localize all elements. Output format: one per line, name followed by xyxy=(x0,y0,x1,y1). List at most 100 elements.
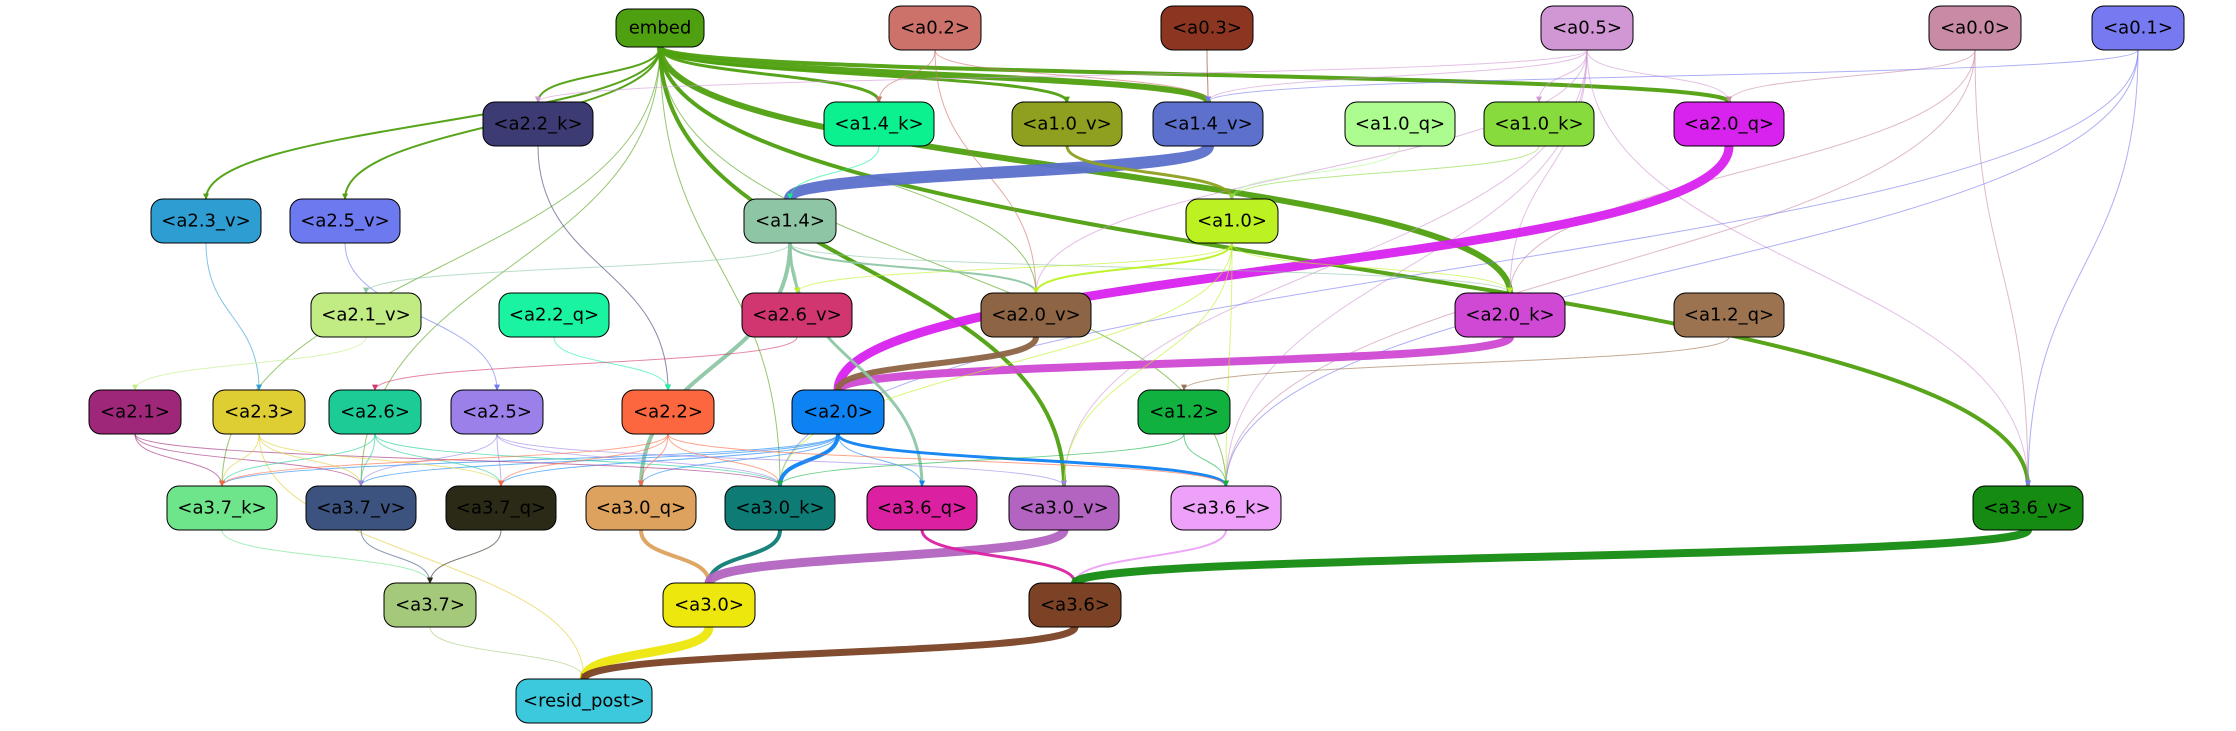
node-box xyxy=(1673,292,1785,338)
edge-a1-0-to-a3-0-v xyxy=(1061,242,1233,487)
node-box xyxy=(498,292,610,338)
edge-embed-to-a3-0-k xyxy=(659,46,783,487)
node-a2-1[interactable]: <a2.1> xyxy=(88,389,182,435)
node-a0-1[interactable]: <a0.1> xyxy=(2091,5,2185,51)
edge-a3-7-to-resid-post xyxy=(429,626,587,680)
edge-a2-0-to-a3-0-q xyxy=(638,433,839,487)
edge-a0-5-to-a2-2-k xyxy=(535,49,1588,103)
edge-a2-0-to-a3-7-k xyxy=(219,433,839,487)
edge-a3-6-v-to-a3-6 xyxy=(1071,526,2032,587)
edge-a1-4-k-to-a1-4 xyxy=(787,145,880,200)
edge-a3-6-k-to-a3-6 xyxy=(1072,529,1227,584)
edge-a0-0-to-a3-6-v xyxy=(1974,49,2031,487)
edge-a1-2-to-a3-6-k xyxy=(1183,433,1229,487)
node-label: <a2.0_q> xyxy=(1684,114,1774,135)
node-a3-7-q[interactable]: <a3.7_q> xyxy=(445,485,557,531)
node-a0-3[interactable]: <a0.3> xyxy=(1160,5,1254,51)
node-resid-post[interactable]: <resid_post> xyxy=(515,678,653,724)
edge-a2-2-k-to-a2-2 xyxy=(537,145,671,391)
node-a3-6-q[interactable]: <a3.6_q> xyxy=(866,485,978,531)
node-a2-2[interactable]: <a2.2> xyxy=(621,389,715,435)
edge-embed-to-a1-4-v xyxy=(657,45,1211,104)
edge-a2-3-to-a3-7-q xyxy=(258,433,504,487)
node-box xyxy=(2091,5,2185,51)
node-box xyxy=(328,389,422,435)
node-a3-7[interactable]: <a3.7> xyxy=(383,582,477,628)
edge-a1-0-q-to-a1-0 xyxy=(1229,145,1401,200)
edge-embed-to-a3-6-v xyxy=(658,46,2031,487)
edge-a2-1-to-a3-7-k xyxy=(134,433,225,487)
node-a3-6-v[interactable]: <a3.6_v> xyxy=(1972,485,2084,531)
edge-a1-0-to-a2-6-v xyxy=(794,242,1233,294)
node-label: <a2.3> xyxy=(224,402,294,423)
node-a3-7-k[interactable]: <a3.7_k> xyxy=(166,485,278,531)
node-a1-2[interactable]: <a1.2> xyxy=(1137,389,1231,435)
node-a1-4-v[interactable]: <a1.4_v> xyxy=(1152,101,1264,147)
edge-a0-3-to-a1-4-v xyxy=(1204,49,1211,103)
node-a1-0-q[interactable]: <a1.0_q> xyxy=(1344,101,1456,147)
node-a3-0-k[interactable]: <a3.0_k> xyxy=(724,485,836,531)
node-label: <a0.1> xyxy=(2103,18,2173,39)
node-a3-7-v[interactable]: <a3.7_v> xyxy=(305,485,417,531)
node-a2-1-v[interactable]: <a2.1_v> xyxy=(310,292,422,338)
node-box xyxy=(662,582,756,628)
node-a2-3[interactable]: <a2.3> xyxy=(212,389,306,435)
node-label: <a2.1_v> xyxy=(321,305,410,326)
edge-a0-5-to-a3-6-v xyxy=(1586,49,2031,487)
edge-a1-2-to-a3-0-k xyxy=(777,433,1185,487)
edge-a2-2-q-to-a2-2 xyxy=(553,336,671,391)
node-a2-2-k[interactable]: <a2.2_k> xyxy=(482,101,594,147)
node-a2-0-v[interactable]: <a2.0_v> xyxy=(980,292,1092,338)
node-box xyxy=(823,101,935,147)
node-a0-2[interactable]: <a0.2> xyxy=(888,5,982,51)
node-label: <a2.1> xyxy=(100,402,170,423)
edges-layer xyxy=(132,45,2139,681)
node-box xyxy=(741,292,853,338)
node-a3-0[interactable]: <a3.0> xyxy=(662,582,756,628)
node-a1-0[interactable]: <a1.0> xyxy=(1185,198,1279,244)
node-box xyxy=(445,485,557,531)
edge-a2-2-to-a3-6-k xyxy=(667,433,1229,487)
node-a3-6-k[interactable]: <a3.6_k> xyxy=(1170,485,1282,531)
node-a1-0-k[interactable]: <a1.0_k> xyxy=(1483,101,1595,147)
node-box xyxy=(1483,101,1595,147)
node-a2-3-v[interactable]: <a2.3_v> xyxy=(150,198,262,244)
edge-a2-6-v-to-a2-6 xyxy=(372,336,798,391)
node-box xyxy=(1928,5,2022,51)
edge-a0-5-to-a1-4-v xyxy=(1205,49,1588,103)
node-a0-5[interactable]: <a0.5> xyxy=(1540,5,1634,51)
node-label: <a3.0_k> xyxy=(735,498,824,519)
node-a2-5[interactable]: <a2.5> xyxy=(450,389,544,435)
node-a1-4-k[interactable]: <a1.4_k> xyxy=(823,101,935,147)
node-a1-4[interactable]: <a1.4> xyxy=(743,198,837,244)
node-a2-6[interactable]: <a2.6> xyxy=(328,389,422,435)
node-box xyxy=(482,101,594,147)
node-a2-0[interactable]: <a2.0> xyxy=(791,389,885,435)
node-a3-6[interactable]: <a3.6> xyxy=(1028,582,1122,628)
node-label: <a3.0_v> xyxy=(1019,498,1108,519)
node-a2-0-k[interactable]: <a2.0_k> xyxy=(1454,292,1566,338)
edge-a1-4-to-a3-0-q xyxy=(638,242,792,487)
node-label: <a2.3_v> xyxy=(161,211,250,232)
node-a3-0-v[interactable]: <a3.0_v> xyxy=(1008,485,1120,531)
node-a1-2-q[interactable]: <a1.2_q> xyxy=(1673,292,1785,338)
node-a2-5-v[interactable]: <a2.5_v> xyxy=(289,198,401,244)
node-label: <a2.0_v> xyxy=(991,305,1080,326)
node-a2-6-v[interactable]: <a2.6_v> xyxy=(741,292,853,338)
node-a0-0[interactable]: <a0.0> xyxy=(1928,5,2022,51)
node-label: <a0.0> xyxy=(1940,18,2010,39)
edge-a2-3-to-resid-post xyxy=(258,433,587,680)
edge-a1-0-to-a3-0-k xyxy=(777,242,1233,487)
node-label: <a3.7_v> xyxy=(316,498,405,519)
node-a2-2-q[interactable]: <a2.2_q> xyxy=(498,292,610,338)
node-a1-0-v[interactable]: <a1.0_v> xyxy=(1011,101,1123,147)
node-a2-0-q[interactable]: <a2.0_q> xyxy=(1673,101,1785,147)
node-label: <a1.4_k> xyxy=(834,114,923,135)
node-embed[interactable]: embed xyxy=(615,8,705,48)
edge-a2-1-v-to-a2-1 xyxy=(132,336,367,391)
node-label: <a1.2_q> xyxy=(1684,305,1774,326)
node-box xyxy=(1152,101,1264,147)
node-a3-0-q[interactable]: <a3.0_q> xyxy=(585,485,697,531)
nodes-layer: embed <a0.2> <a0.3> <a0.5> <a0.0> <a0.1> <a2.2… xyxy=(88,5,2185,724)
edge-a3-7-q-to-a3-7 xyxy=(427,529,502,584)
